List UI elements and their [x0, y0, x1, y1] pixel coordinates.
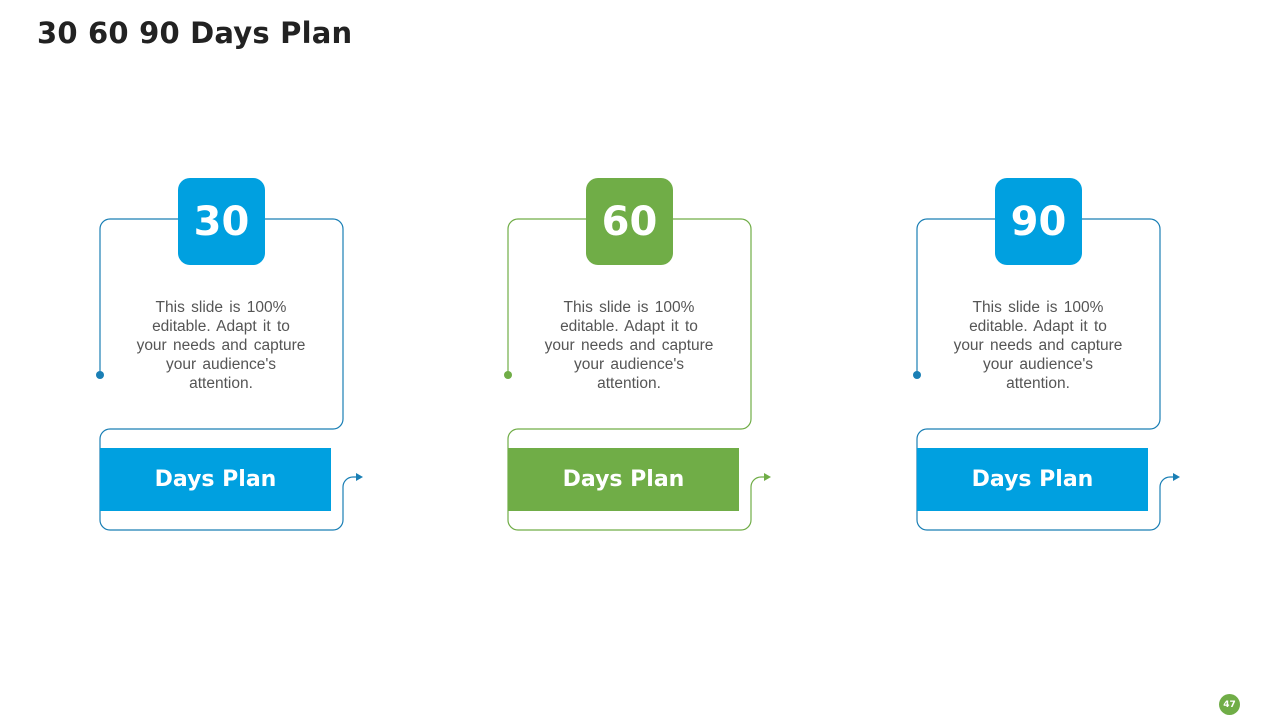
plan-card-30: 30 This slide is 100% editable. Adapt it… [96, 170, 400, 540]
slide-title: 30 60 90 Days Plan [37, 16, 353, 50]
arrow-right-icon [356, 473, 363, 481]
days-plan-label: Days Plan [917, 448, 1148, 511]
page-number-badge: 47 [1219, 694, 1240, 715]
card-description: This slide is 100% editable. Adapt it to… [544, 299, 714, 392]
days-plan-label: Days Plan [508, 448, 739, 511]
plan-card-60: 60 This slide is 100% editable. Adapt it… [504, 170, 808, 540]
arrow-right-icon [1173, 473, 1180, 481]
days-plan-label: Days Plan [100, 448, 331, 511]
card-description: This slide is 100% editable. Adapt it to… [136, 299, 306, 392]
arrow-right-icon [764, 473, 771, 481]
connector-dot [913, 371, 921, 379]
plan-card-90: 90 This slide is 100% editable. Adapt it… [913, 170, 1217, 540]
card-description: This slide is 100% editable. Adapt it to… [953, 299, 1123, 392]
day-number-box: 60 [586, 178, 673, 265]
day-number-box: 90 [995, 178, 1082, 265]
connector-dot [96, 371, 104, 379]
connector-dot [504, 371, 512, 379]
day-number-box: 30 [178, 178, 265, 265]
